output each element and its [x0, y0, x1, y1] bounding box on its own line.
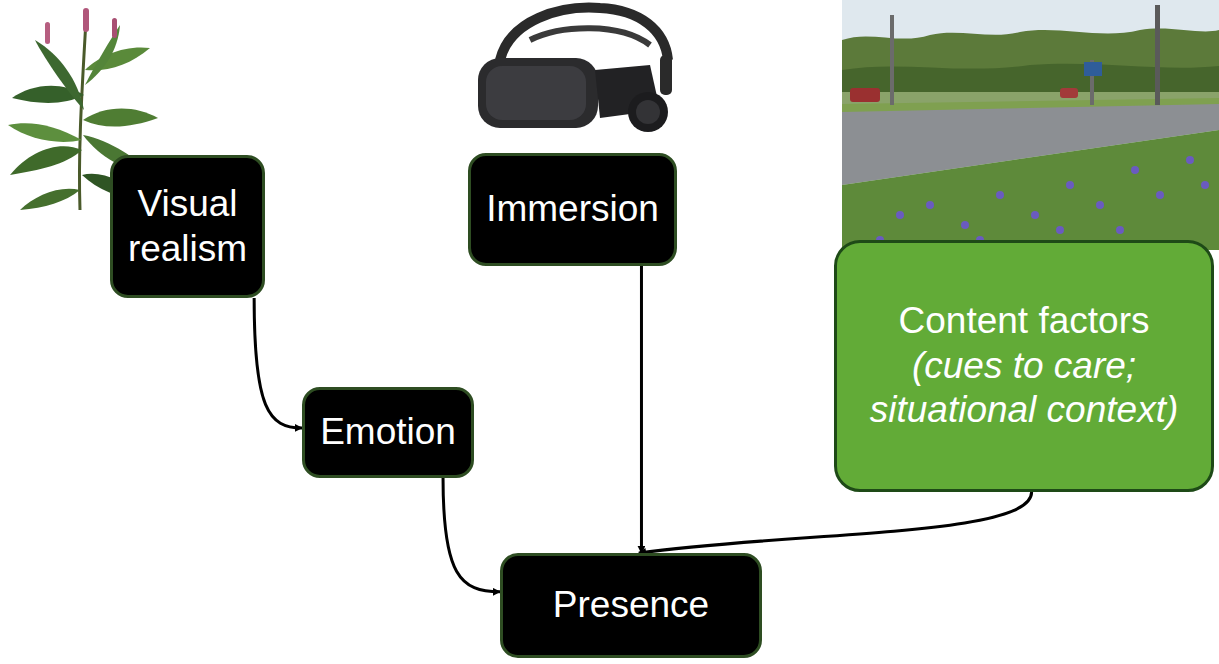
- node-note: (cues to care; situational context): [849, 344, 1199, 433]
- arrow-connector: [640, 266, 643, 553]
- node-label: Content factors: [849, 299, 1199, 343]
- node-label: Presence: [515, 583, 747, 627]
- content-factors-box: Content factors(cues to care; situationa…: [834, 240, 1214, 492]
- arrow-connector: [639, 492, 1032, 553]
- vr-headset-illustration: [478, 8, 672, 132]
- arrow-connector: [254, 298, 302, 428]
- roadside-photo: [842, 0, 1219, 250]
- node-label: Emotion: [317, 410, 459, 454]
- node-label: Visual realism: [125, 182, 250, 271]
- factor-box: Visual realism: [110, 155, 265, 298]
- outcome-box: Presence: [500, 553, 762, 658]
- factor-box: Immersion: [468, 153, 677, 266]
- arrow-connector: [443, 478, 500, 592]
- mediator-box: Emotion: [302, 387, 474, 478]
- node-label: Immersion: [483, 187, 662, 231]
